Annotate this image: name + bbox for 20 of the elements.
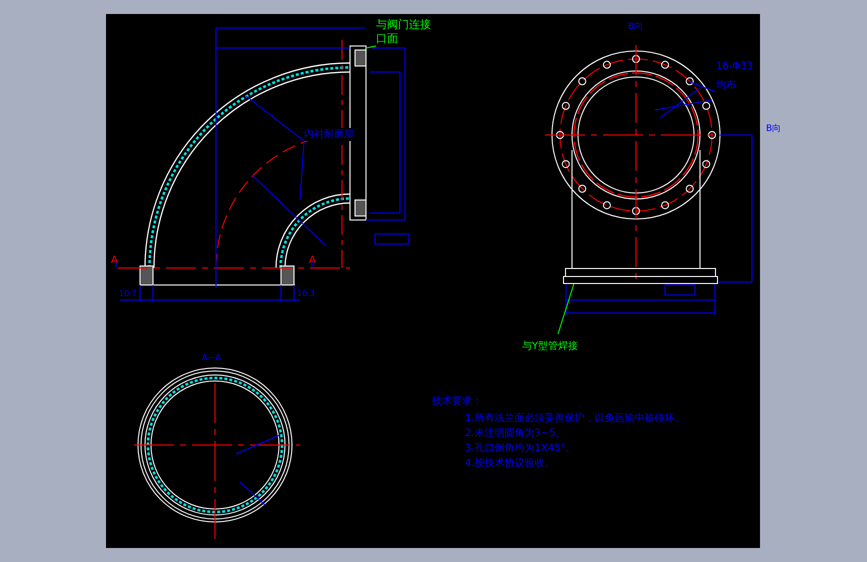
view-title: B向 xyxy=(628,22,644,33)
callout-label: 均布 xyxy=(716,79,736,92)
leader-line xyxy=(690,82,716,92)
cut-line-letter: A xyxy=(111,255,118,266)
note-text: 3.孔口倒角均为1X45°。 xyxy=(465,443,576,454)
view-title: B向 xyxy=(766,124,782,135)
note-heading: 技术要求： xyxy=(432,396,482,407)
note-text: 2.未注明圆角为3~5。 xyxy=(465,428,566,439)
cut-line-letter: A xyxy=(309,255,316,266)
leader-line xyxy=(300,140,304,200)
section-title: A—A xyxy=(202,352,221,363)
dimension-label: 10.3 xyxy=(297,288,315,299)
note-text: 1.所有法兰面必须妥善保护，以免运输中被碰坏。 xyxy=(465,413,685,424)
leader-line xyxy=(558,284,574,334)
callout-label: 内衬耐磨层 xyxy=(304,128,354,141)
callout-label: 与Y型管焊接 xyxy=(522,340,578,353)
leader-line xyxy=(366,46,376,48)
leader-line xyxy=(246,96,304,142)
dimension-label: 10.7 xyxy=(119,288,137,299)
note-text: 4.按技术协议验收。 xyxy=(465,458,555,469)
